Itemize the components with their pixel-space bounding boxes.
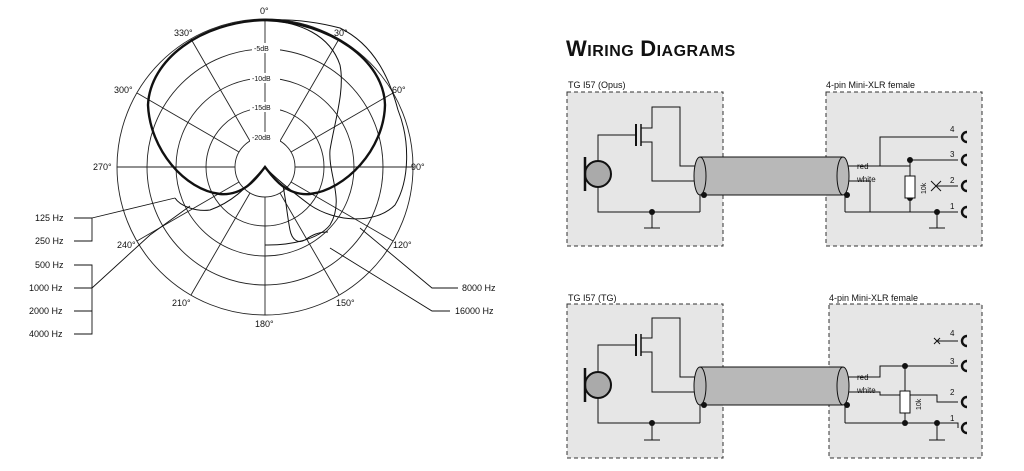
angle-label: 330°	[174, 28, 193, 38]
polar-spoke-330	[190, 38, 251, 142]
legend-16000hz: 16000 Hz	[455, 306, 494, 316]
angle-label: 240°	[117, 240, 136, 250]
legend-1000hz: 1000 Hz	[29, 283, 63, 293]
legend-4000hz: 4000 Hz	[29, 329, 63, 339]
angle-label: 90°	[411, 162, 425, 172]
polar-spoke-210	[190, 192, 251, 296]
pin-contact-icon	[960, 179, 968, 193]
shielded-cable	[699, 366, 844, 406]
connector-label: 4-pin Mini-XLR female	[829, 293, 918, 303]
legend-500hz: 500 Hz	[35, 260, 64, 270]
pin-number: 4	[950, 125, 955, 134]
pin-contact-icon	[960, 205, 968, 219]
angle-label: 180°	[255, 319, 274, 329]
shielded-cable	[699, 156, 844, 196]
mic-capsule-icon	[584, 160, 612, 188]
angle-label: 270°	[93, 162, 112, 172]
curve-8000hz-inner	[282, 185, 329, 243]
connector-box	[825, 91, 983, 247]
angle-label: 150°	[336, 298, 355, 308]
angle-label: 30°	[334, 28, 348, 38]
db-label: -15dB	[252, 105, 271, 112]
pin-contact-icon	[960, 421, 968, 435]
curve-16000hz	[264, 19, 342, 246]
db-label: -10dB	[252, 76, 271, 83]
resistor-icon	[899, 390, 911, 414]
curve-highs-left	[174, 166, 266, 211]
pin-contact-icon	[960, 334, 968, 348]
xlr-pins: 4 3 2 1	[950, 329, 968, 435]
wire-red-label: red	[857, 162, 869, 171]
wire-red-label: red	[857, 373, 869, 382]
polar-spoke-60	[290, 92, 394, 153]
wire-white-label: white	[856, 386, 876, 395]
pin-contact-icon	[960, 395, 968, 409]
polar-spoke-240	[136, 181, 240, 242]
legend-left	[74, 197, 191, 335]
connector-label: 4-pin Mini-XLR female	[826, 80, 915, 90]
pin-contact-icon	[960, 359, 968, 373]
pin-number: 4	[950, 329, 955, 338]
pin-number: 2	[950, 388, 955, 397]
polar-spoke-120	[290, 181, 394, 242]
mic-label: TG I57 (TG)	[568, 293, 617, 303]
angle-label: 210°	[172, 298, 191, 308]
wire-white-label: white	[856, 175, 876, 184]
wiring-diagram-opus: TG I57 (Opus) 4-pin Mini-XLR female	[566, 80, 983, 247]
legend-2000hz: 2000 Hz	[29, 306, 63, 316]
pin-number: 2	[950, 176, 955, 185]
angle-label: 120°	[393, 240, 412, 250]
xlr-pins: 4 3 2 1	[950, 125, 968, 219]
polar-angle-labels: 0° 30° 60° 90° 120° 150° 180° 210° 240° …	[93, 6, 425, 329]
pin-contact-icon	[960, 153, 968, 167]
polar-pattern-chart: 0° 30° 60° 90° 120° 150° 180° 210° 240° …	[29, 6, 496, 339]
mic-label: TG I57 (Opus)	[568, 80, 626, 90]
pin-contact-icon	[960, 130, 968, 144]
resistor-label: 10k	[921, 182, 928, 194]
angle-label: 60°	[392, 85, 406, 95]
legend-250hz: 250 Hz	[35, 236, 64, 246]
polar-spoke-150	[279, 192, 340, 296]
wiring-diagram-tg: TG I57 (TG) 4-pin Mini-XLR female	[566, 293, 983, 459]
legend-8000hz: 8000 Hz	[462, 283, 496, 293]
db-label: -20dB	[252, 135, 271, 142]
pin-number: 3	[950, 357, 955, 366]
curve-8000hz	[264, 19, 408, 220]
polar-spoke-30	[279, 38, 340, 142]
pin-number: 1	[950, 202, 955, 211]
angle-label: 300°	[114, 85, 133, 95]
polar-spoke-300	[136, 92, 240, 153]
db-label: -5dB	[254, 46, 269, 53]
legend-125hz: 125 Hz	[35, 213, 64, 223]
angle-label: 0°	[260, 6, 269, 16]
resistor-icon	[904, 175, 916, 199]
resistor-label: 10k	[916, 398, 923, 410]
polar-response-curves	[146, 18, 408, 246]
legend-right	[329, 227, 458, 312]
pin-number: 1	[950, 414, 955, 423]
mic-capsule-icon	[584, 371, 612, 399]
pin-number: 3	[950, 150, 955, 159]
polar-db-labels: -5dB -10dB -15dB -20dB	[252, 46, 271, 142]
